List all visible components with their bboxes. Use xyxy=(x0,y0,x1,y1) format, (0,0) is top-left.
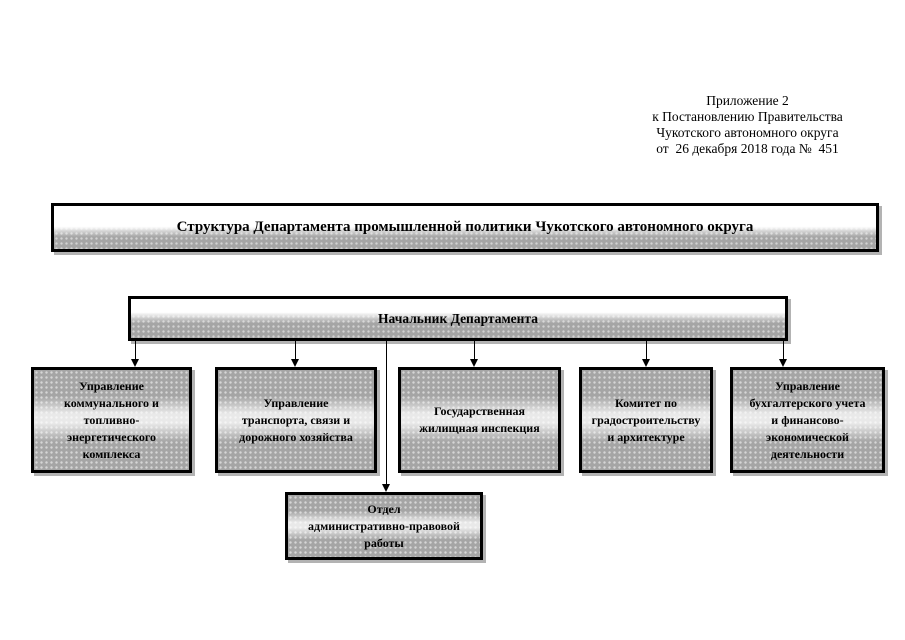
connector-line xyxy=(295,341,296,361)
connector-line xyxy=(386,341,387,486)
down-arrow-icon xyxy=(131,359,139,367)
org-box-legal-administrative-unit: Отдел административно-правовой работы xyxy=(285,492,483,560)
down-arrow-icon xyxy=(291,359,299,367)
connector-line xyxy=(783,341,784,361)
org-box-housing-inspection: Государственная жилищная инспекция xyxy=(398,367,561,473)
org-box-accounting-finance: Управление бухгалтерского учета и финанс… xyxy=(730,367,885,473)
title-banner: Структура Департамента промышленной поли… xyxy=(51,203,879,252)
org-box-label: Комитет по градостроительству и архитект… xyxy=(591,395,701,444)
org-box-label: Управление коммунального и топливно- эне… xyxy=(64,378,159,461)
org-box-urban-planning-architecture: Комитет по градостроительству и архитект… xyxy=(579,367,713,473)
org-box-label: Управление бухгалтерского учета и финанс… xyxy=(749,378,866,461)
connector-line xyxy=(646,341,647,361)
down-arrow-icon xyxy=(470,359,478,367)
org-box-utilities-fuel-energy: Управление коммунального и топливно- эне… xyxy=(31,367,192,473)
org-box-label: Государственная жилищная инспекция xyxy=(419,404,540,435)
title-banner-label: Структура Департамента промышленной поли… xyxy=(176,219,754,235)
connector-line xyxy=(474,341,475,361)
org-box-label: Отдел административно-правовой работы xyxy=(308,501,460,550)
org-box-transport-roads: Управление транспорта, связи и дорожного… xyxy=(215,367,377,473)
org-box-head-of-department: Начальник Департамента xyxy=(128,296,788,341)
down-arrow-icon xyxy=(382,484,390,492)
down-arrow-icon xyxy=(642,359,650,367)
org-box-head-label: Начальник Департамента xyxy=(378,310,538,326)
decree-annotation: Приложение 2 к Постановлению Правительст… xyxy=(652,93,843,156)
down-arrow-icon xyxy=(779,359,787,367)
connector-line xyxy=(135,341,136,361)
org-box-label: Управление транспорта, связи и дорожного… xyxy=(239,395,353,444)
